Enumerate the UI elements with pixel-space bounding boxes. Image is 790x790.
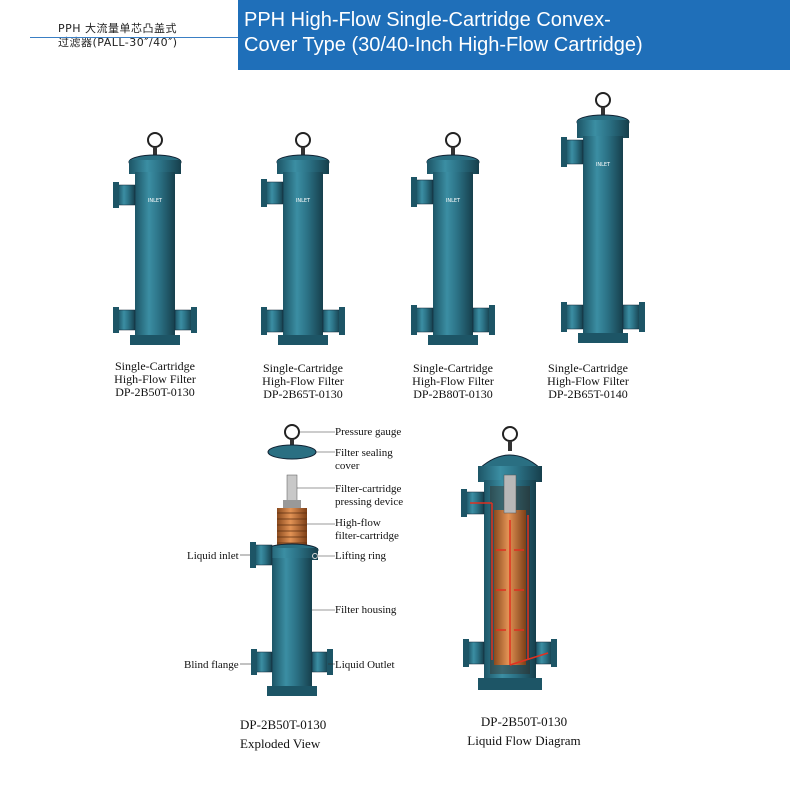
filter-image-2: INLET — [261, 132, 345, 345]
filter-image-1: INLET — [113, 132, 197, 345]
exploded-view-caption: DP-2B50T-0130 Exploded View — [240, 715, 326, 753]
product-model: DP-2B80T-0130 — [413, 387, 493, 401]
header-rule — [30, 37, 240, 38]
inlet-badge-4: INLET — [596, 162, 611, 168]
label-filter-housing: Filter housing — [335, 604, 397, 616]
label-sealing-cover-1: Filter sealing — [335, 447, 393, 459]
flow-diagram-caption: DP-2B50T-0130 Liquid Flow Diagram — [450, 712, 598, 750]
product-caption-3: Single-Cartridge High-Flow Filter DP-2B8… — [398, 362, 508, 401]
label-blind-flange: Blind flange — [184, 659, 239, 671]
chinese-title-line2: 过滤器(PALL-30″/40″) — [58, 36, 178, 49]
label-sealing-cover-2: cover — [335, 460, 360, 472]
product-model: DP-2B50T-0130 — [115, 385, 195, 399]
product-line2: High-Flow Filter — [262, 374, 344, 388]
label-liquid-outlet: Liquid Outlet — [335, 659, 395, 671]
english-title-line2: Cover Type (30/40-Inch High-Flow Cartrid… — [244, 34, 643, 56]
product-model: DP-2B65T-0140 — [548, 387, 628, 401]
flow-diagram-model: DP-2B50T-0130 — [480, 714, 568, 729]
exploded-view-model: DP-2B50T-0130 — [240, 717, 327, 732]
chinese-title-line1: PPH 大流量单芯凸盖式 — [58, 22, 178, 35]
product-caption-1: Single-Cartridge High-Flow Filter DP-2B5… — [100, 360, 210, 399]
product-line2: High-Flow Filter — [547, 374, 629, 388]
liquid-flow-diagram-image — [461, 426, 557, 690]
label-cartridge-1: High-flow — [335, 517, 381, 529]
product-line1: Single-Cartridge — [263, 361, 343, 375]
flow-diagram-title: Liquid Flow Diagram — [467, 733, 581, 748]
chinese-title: PPH 大流量单芯凸盖式 过滤器(PALL-30″/40″) — [58, 22, 178, 50]
label-pressure-gauge: Pressure gauge — [335, 426, 402, 438]
product-model: DP-2B65T-0130 — [263, 387, 343, 401]
product-line1: Single-Cartridge — [548, 361, 628, 375]
english-title-banner: PPH High-Flow Single-Cartridge Convex- C… — [238, 0, 790, 70]
exploded-view-title: Exploded View — [240, 736, 321, 751]
product-line2: High-Flow Filter — [412, 374, 494, 388]
product-caption-4: Single-Cartridge High-Flow Filter DP-2B6… — [533, 362, 643, 401]
label-liquid-inlet: Liquid inlet — [187, 550, 239, 562]
inlet-badge-1: INLET — [148, 198, 163, 204]
inlet-badge-3: INLET — [446, 198, 461, 204]
product-line2: High-Flow Filter — [114, 372, 196, 386]
product-line1: Single-Cartridge — [413, 361, 493, 375]
label-cartridge-2: filter-cartridge — [335, 530, 399, 542]
filter-image-4: INLET — [561, 92, 645, 343]
label-pressing-2: pressing device — [335, 496, 404, 508]
filter-image-3: INLET — [411, 132, 495, 345]
product-caption-2: Single-Cartridge High-Flow Filter DP-2B6… — [248, 362, 358, 401]
label-pressing-1: Filter-cartridge — [335, 483, 402, 495]
inlet-badge-2: INLET — [296, 198, 311, 204]
english-title-line1: PPH High-Flow Single-Cartridge Convex- — [244, 9, 611, 31]
product-line1: Single-Cartridge — [115, 359, 195, 373]
exploded-view-image — [240, 424, 335, 696]
label-lifting-ring: Lifting ring — [335, 550, 387, 562]
